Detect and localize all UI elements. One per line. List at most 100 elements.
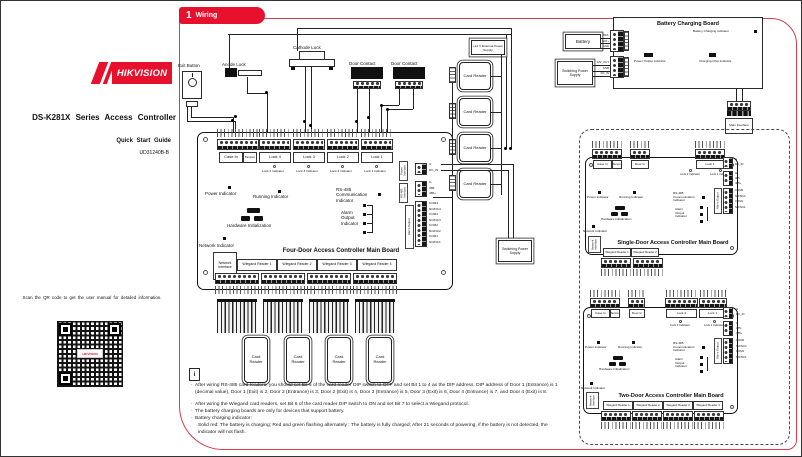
rs485-terminal <box>415 181 427 197</box>
main-interface: Main Interface <box>725 118 753 134</box>
wiegand-reader-1: Wiegand Reader 1 <box>603 401 633 410</box>
block-door-in: Door In <box>631 160 649 169</box>
pin-labels <box>663 422 693 429</box>
battery-label: Battery <box>575 39 591 44</box>
qr-brand-text: HIKVISION <box>77 349 103 358</box>
alarm-output-label: Alarm Output <box>714 188 722 214</box>
exit-button <box>182 71 202 99</box>
pin-com1: COM1 <box>736 349 745 353</box>
section-number: 1 <box>186 10 192 21</box>
pin-labels <box>293 129 325 137</box>
pin-g: G <box>736 307 739 311</box>
lock4-indicator-label: Lock 4 Indicator <box>262 169 284 173</box>
wire-bundle <box>217 299 257 333</box>
wiegand-reader-3: Wiegand Reader 3 <box>663 401 693 410</box>
pin-labels <box>628 290 645 297</box>
block-lock3: Lock 3 <box>293 152 325 163</box>
doc-code: UD31240B-B <box>139 150 169 156</box>
pin-com2: COM2 <box>429 223 438 227</box>
pin-labels <box>633 269 663 276</box>
terminal-block <box>601 258 631 268</box>
power-indicator-label: Power Indicator <box>587 195 609 199</box>
terminal-block <box>665 298 698 308</box>
rs485-interface-label: RS-485 Interface <box>399 183 408 203</box>
note-item: ·Battery charging indicator: <box>191 416 252 421</box>
wiegand-reader-1: Wiegand Reader 1 <box>603 248 631 257</box>
hardware-init-label: Hardware Initialization <box>227 223 272 228</box>
pin-g: G <box>429 180 432 184</box>
cathode-lock-label: Cathode Lock <box>293 45 321 50</box>
supply-terminal <box>610 56 624 78</box>
battery-terminal <box>610 30 624 52</box>
pin-nonc1: NO/NC1 <box>429 239 441 244</box>
pin-12vout: 12V_OUT <box>596 60 609 64</box>
main-interface-terminal <box>727 101 751 111</box>
pin-labels <box>217 129 259 137</box>
section-banner: 1 Wiring <box>179 7 265 24</box>
qr-code: HIKVISION <box>57 321 123 387</box>
note-text: Battery charging indicator: <box>195 416 252 421</box>
terminal-block <box>632 411 662 421</box>
terminal-block <box>601 411 631 421</box>
switching-power-supply: Switching Power Supply <box>498 240 532 262</box>
wiegand-reader-4: Wiegand Reader 4 <box>357 259 397 271</box>
wire-bundle <box>309 299 349 333</box>
rs485-comm-indicator-label: RS-485 Communication Indicator <box>673 191 695 203</box>
wire-bundle <box>263 299 303 333</box>
pin-labels <box>695 141 725 148</box>
network-indicator-label: Network Indicator <box>199 243 235 248</box>
alarm-output-indicator-label: Alarm Output Indicator <box>675 207 687 219</box>
rs485-terminal <box>723 171 733 186</box>
alarm-output-indicator-label: Alarm Output Indicator <box>341 210 359 226</box>
pin-bat-plus: BAT+ <box>602 38 609 43</box>
power-terminal <box>415 163 427 175</box>
door-contact-1 <box>351 67 383 79</box>
block-lock2: Lock 2 <box>327 152 359 163</box>
terminal-block <box>259 139 291 150</box>
switching-power-supply-2: Switching Power Supply <box>557 61 593 85</box>
terminal-block <box>361 139 393 150</box>
pin-nonc2: NO/NC2 <box>736 343 747 348</box>
rs485-terminal <box>723 321 733 336</box>
block-tamper: Tamper <box>612 160 622 169</box>
pin-nonc1: NO/NC1 <box>736 354 747 359</box>
manual-note-icon: i <box>189 368 200 381</box>
card-reader-2: Card Reader <box>286 337 310 383</box>
reader-connector <box>449 67 456 83</box>
alarm-terminal <box>415 201 427 247</box>
power-output-indicator-label: Power Output Indicator <box>634 59 666 63</box>
alarm-terminal <box>723 188 733 214</box>
battery-board-title: Battery Charging Board <box>656 21 720 27</box>
network-led <box>223 237 227 241</box>
pin-nonc2: NO/NC2 <box>429 228 441 233</box>
note-item: ·The battery charging boards are only fo… <box>191 409 345 414</box>
door-contact-2 <box>393 67 425 79</box>
pin-g: G <box>429 162 432 166</box>
pin-nonc4: NO/NC4 <box>429 206 441 211</box>
block-lock1: Lock 1 <box>696 160 724 169</box>
terminal-block <box>590 298 620 308</box>
pin-g: G <box>735 171 738 175</box>
note-text: Solid red: The battery is charging; Red … <box>198 423 548 435</box>
note-item: ·After wiring RS-485 card readers, you s… <box>191 383 571 397</box>
qr-caption: Scan the QR code to get the user manual … <box>22 295 162 300</box>
note-detail: Solid red: The battery is charging; Red … <box>198 423 558 437</box>
block-lock4: Lock 4 <box>259 152 291 163</box>
pin-dcin: DC_IN <box>736 312 745 316</box>
hardware-init-label: Hardware Initialization <box>599 367 630 371</box>
wiegand-reader-2: Wiegand Reader 2 <box>277 259 317 271</box>
two-door-board <box>583 307 738 414</box>
anode-lock <box>225 68 237 77</box>
rs485-card-reader-4: Card Reader <box>459 170 491 198</box>
pin-com1: COM1 <box>429 234 438 238</box>
pin-nonc1: NO/NC1 <box>735 204 746 209</box>
block-lock2: Lock 2 <box>666 309 697 318</box>
pin-g: G <box>736 321 739 325</box>
pin-labels <box>307 286 351 294</box>
charging-chip-indicator-label: Charging Chip Indicator <box>699 59 732 63</box>
door-contact-2-terminal <box>395 81 423 89</box>
battery-charging-board <box>613 17 763 89</box>
network-indicator-label: Network Indicator <box>581 386 606 390</box>
pin-nonc3: NO/NC3 <box>429 217 441 222</box>
